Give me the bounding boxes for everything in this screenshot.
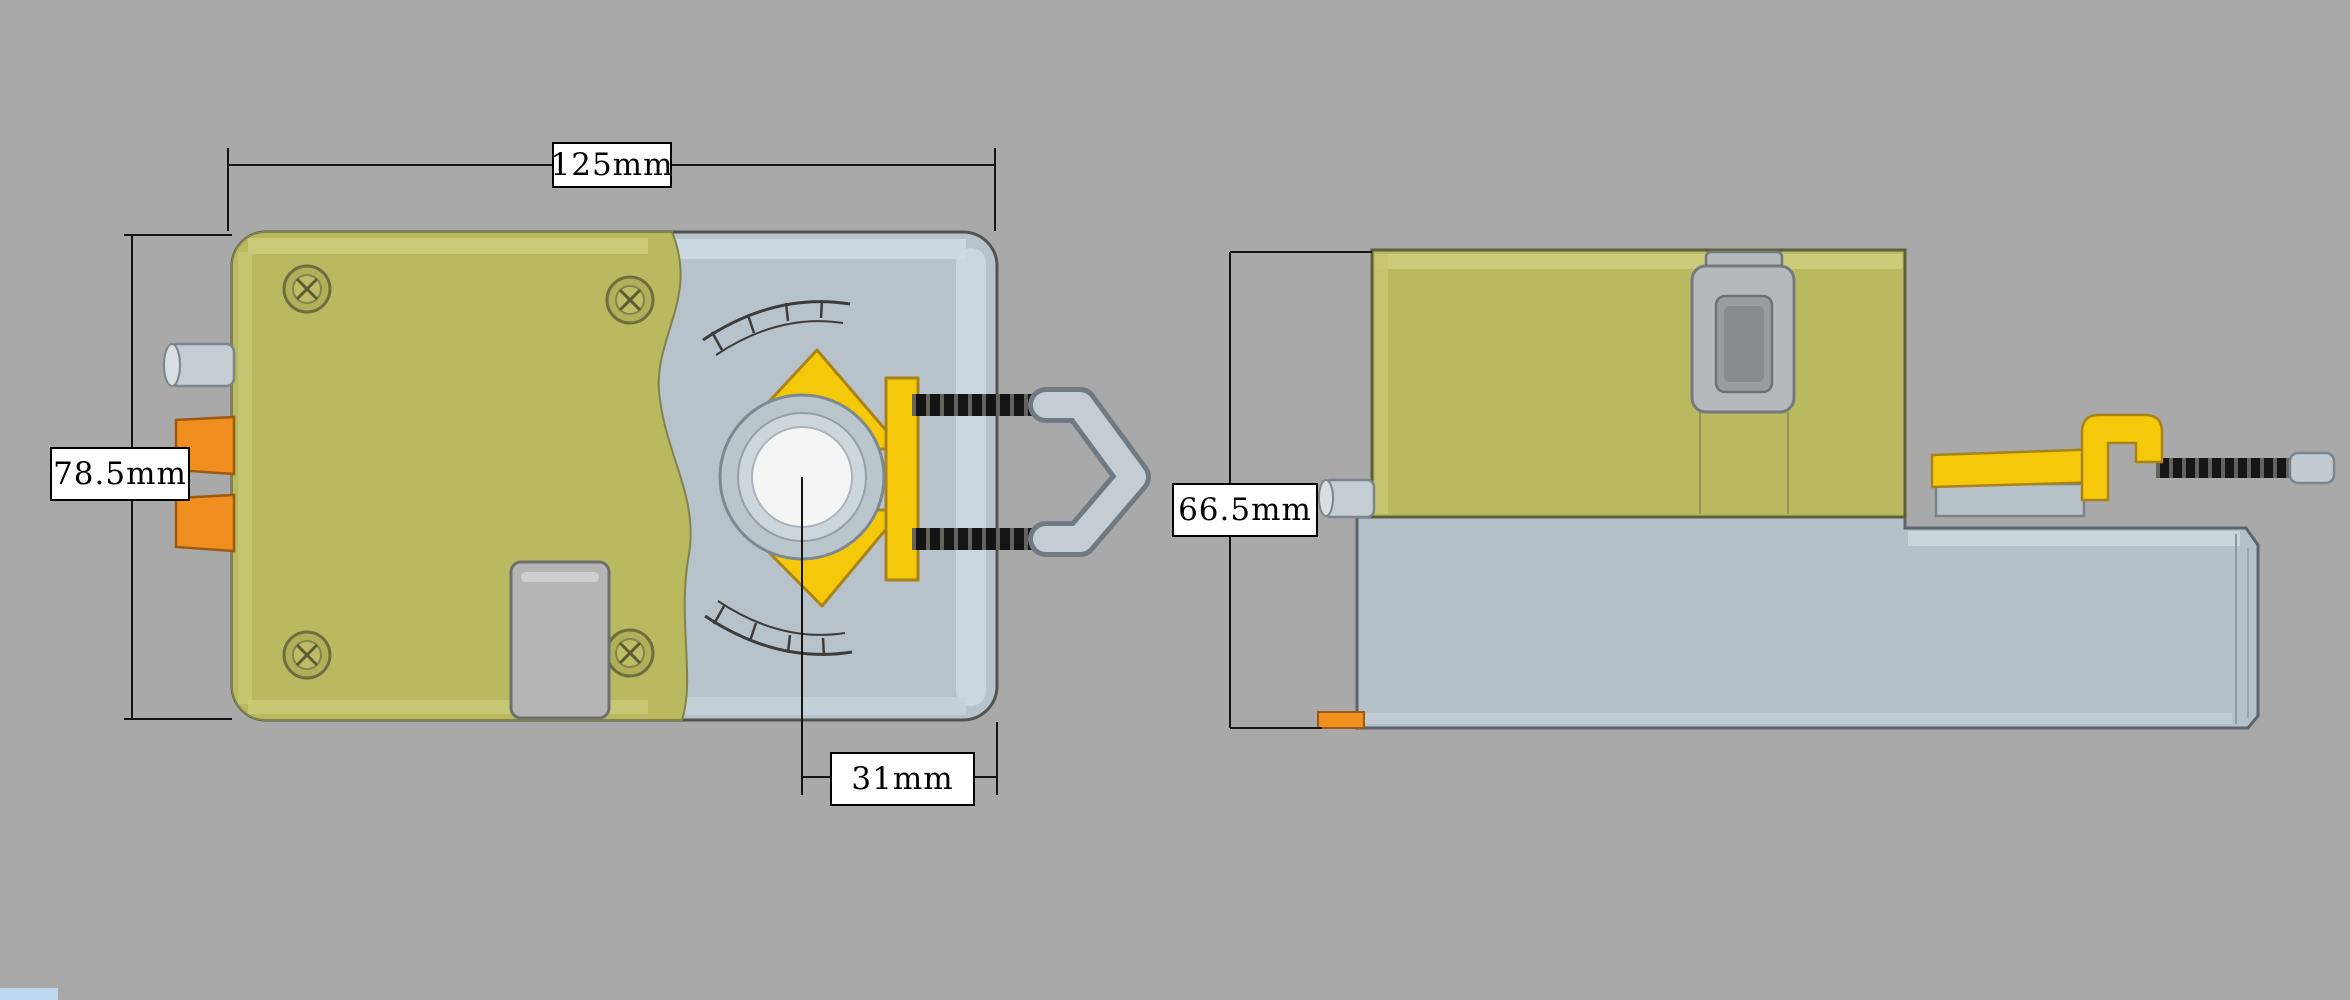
side-upper-highlight-top bbox=[1375, 254, 1902, 269]
side-conduit-fitting bbox=[1318, 478, 1376, 519]
window-edge-artifact bbox=[0, 988, 58, 1000]
rotation-scale-bottom bbox=[704, 600, 853, 657]
dim-label-shaft-offset: 31mm bbox=[830, 752, 975, 806]
olive-highlight-left bbox=[238, 252, 252, 704]
corner-screw-top-mid bbox=[605, 275, 655, 325]
side-lower-highlight-top bbox=[1908, 531, 2240, 546]
dim-label-height: 78.5mm bbox=[50, 447, 190, 501]
housing-highlight-right bbox=[956, 248, 986, 706]
cable-connector-bottom bbox=[174, 493, 236, 553]
rotation-scale-top bbox=[702, 299, 851, 356]
side-clamp-hook-yellow bbox=[2080, 413, 2164, 502]
olive-highlight-top bbox=[248, 238, 648, 254]
mounting-clip bbox=[1690, 250, 1796, 414]
side-upper-highlight-left bbox=[1375, 254, 1388, 514]
dim-label-width: 125mm bbox=[551, 142, 672, 188]
u-bolt bbox=[912, 387, 1151, 557]
corner-screw-bottom-left bbox=[282, 630, 332, 680]
side-foot-orange bbox=[1317, 711, 1365, 729]
housing-highlight-top bbox=[666, 239, 966, 259]
side-housing-upper bbox=[1370, 248, 1907, 519]
side-view bbox=[1317, 248, 2336, 730]
dim-label-side-height: 66.5mm bbox=[1172, 483, 1318, 537]
front-view bbox=[163, 230, 1151, 722]
side-clamp-assembly bbox=[1930, 413, 2336, 518]
side-housing-lower bbox=[1355, 515, 2260, 730]
rod-end-cap bbox=[2288, 451, 2336, 485]
corner-screw-top-left bbox=[282, 264, 332, 314]
side-clamp-plate-yellow bbox=[1930, 447, 2106, 489]
corner-screw-bottom-mid bbox=[605, 628, 655, 678]
housing-highlight-bottom bbox=[666, 697, 966, 715]
conduit-fitting bbox=[163, 342, 236, 388]
manual-override-button bbox=[509, 560, 611, 720]
side-lower-highlight-bottom bbox=[1362, 713, 2232, 724]
